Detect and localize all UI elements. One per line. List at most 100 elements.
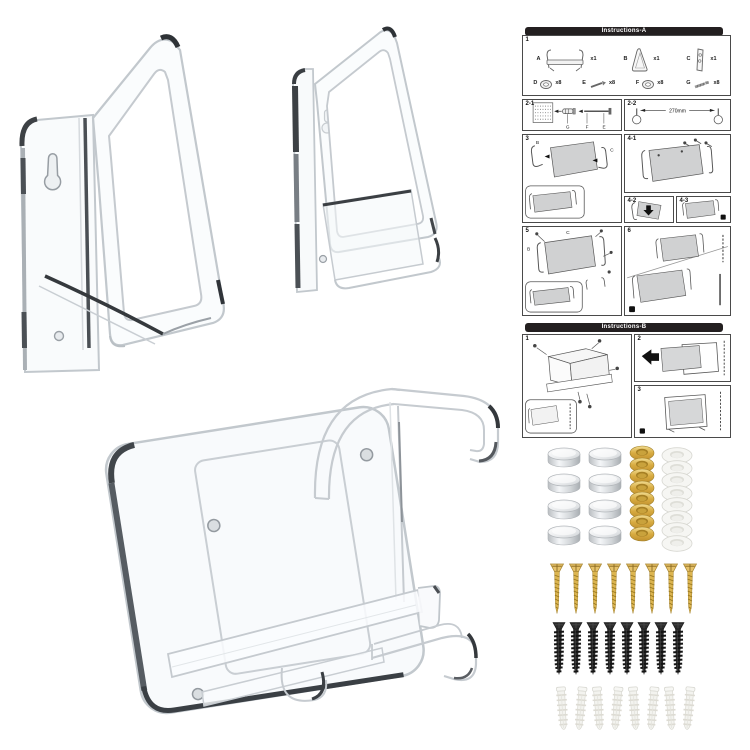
wall-anchor	[646, 686, 660, 730]
mounted-device-diagram	[639, 391, 721, 434]
instruction-sheet-a: Instructions-A 1 A x1 B	[517, 20, 739, 318]
mount-hole-right	[359, 447, 374, 462]
part-c: C x1	[686, 47, 717, 73]
magnet-disc	[588, 447, 622, 468]
sheet-a-title: Instructions-A	[525, 27, 723, 36]
magnet-disc	[588, 525, 622, 546]
sheet-b-title: Instructions-B	[525, 323, 723, 332]
gold-washer	[629, 503, 655, 518]
bracket1-stand-loop	[38, 34, 225, 348]
insert-device-diagram	[641, 340, 725, 376]
gold-washer-stack	[629, 445, 655, 542]
gold-washer	[629, 480, 655, 495]
gold-washer	[629, 491, 655, 507]
panel-step-4-1: 4-1	[624, 134, 731, 193]
insert-arrow-icon	[641, 349, 660, 365]
holder-front-hooks	[166, 387, 500, 707]
panel-step-4-2: 4-2	[624, 196, 674, 223]
black-screw	[620, 622, 634, 675]
press-down-diagram	[631, 201, 662, 220]
screw-hole	[53, 330, 65, 342]
part-a: A x1	[536, 47, 597, 73]
panel-b-step-1: 1	[522, 334, 632, 438]
wall-mount-diagram	[627, 233, 728, 313]
black-screw-row	[551, 621, 686, 679]
panel-b-step-2: 2	[634, 334, 731, 382]
step-complete-icon	[629, 306, 635, 313]
callout-b: B	[527, 246, 530, 252]
step-complete-icon	[720, 214, 726, 220]
step-label: 1	[525, 336, 529, 342]
part-e: E x8	[582, 79, 615, 90]
magnet-disc	[547, 473, 581, 494]
panel-step-1: 1 A x1 B x1	[522, 35, 731, 96]
wall-anchor	[574, 686, 588, 730]
exploded-box-diagram	[525, 339, 619, 434]
black-screw	[654, 622, 668, 675]
hole-spacing-diagram: 270mm	[632, 106, 723, 125]
magnet-disc	[588, 473, 622, 494]
gold-screw	[549, 563, 565, 614]
magnet-grid	[546, 446, 623, 548]
gold-screw-row	[548, 562, 699, 617]
panel-step-3: 3 B C	[522, 134, 622, 223]
step-label: 3	[637, 387, 641, 393]
parts-row-hardware: D x8 E x8 F	[523, 75, 730, 93]
mount-hole-left	[207, 518, 221, 533]
dimension-label: 270mm	[669, 109, 686, 115]
black-screw	[637, 622, 651, 675]
assembly-diagram: B C	[525, 140, 614, 219]
callout-f: F	[586, 125, 589, 130]
step-label: 2	[637, 336, 641, 342]
callout-b: B	[536, 140, 539, 146]
panel-b-step-3: 3	[634, 385, 731, 438]
gold-screw	[663, 563, 679, 614]
gold-screw	[606, 563, 622, 614]
step-label: 1	[525, 37, 529, 43]
part-b: B x1	[623, 47, 660, 73]
step-label: 3	[525, 136, 529, 142]
panel-step-4-3: 4-3	[676, 196, 731, 223]
black-screw	[586, 622, 600, 675]
step-label: 5	[525, 228, 529, 234]
panel-step-2-2: 2-2 270mm	[624, 99, 731, 131]
step-complete-icon	[639, 428, 645, 434]
holder-back-plate	[104, 405, 425, 715]
panel-step-5: 5 C B	[522, 226, 622, 316]
callout-g: G	[566, 125, 570, 130]
final-assembly-diagram: C B	[525, 229, 613, 313]
wall-anchor-row	[554, 686, 697, 736]
panel-step-2-1: 2-1 G F	[522, 99, 622, 131]
white-washer	[661, 534, 693, 552]
white-washer	[661, 447, 693, 464]
part-g: G x8	[684, 79, 720, 90]
keyhole-slot	[43, 153, 62, 191]
washer-icon	[642, 79, 655, 89]
part-c-icon	[696, 48, 704, 72]
part-b-icon	[632, 48, 648, 72]
wall-anchor	[592, 686, 604, 730]
black-screw	[671, 622, 685, 675]
white-washer	[661, 497, 693, 514]
magnet-disc	[588, 499, 622, 520]
instruction-sheet-b: Instructions-B 1 2	[517, 320, 739, 444]
step-label: 4-1	[627, 136, 637, 142]
callout-c: C	[566, 230, 570, 236]
magnet-disc	[547, 447, 581, 468]
gold-screw	[625, 563, 641, 614]
assembled-check-diagram	[682, 199, 726, 220]
wall-anchor-diagram: G F E	[532, 102, 612, 130]
acrylic-side-bracket-large	[19, 34, 225, 373]
gold-screw	[682, 563, 698, 614]
black-screw	[552, 622, 566, 675]
white-washer	[661, 509, 693, 527]
step-label: 2-1	[525, 101, 535, 107]
acrylic-wall-mount-holder	[104, 387, 500, 715]
callout-e: E	[602, 125, 605, 130]
part-a-icon	[546, 49, 584, 72]
gold-screw	[587, 563, 603, 614]
wall-anchor	[556, 686, 568, 730]
white-washer	[661, 459, 693, 477]
white-washer	[661, 484, 693, 502]
